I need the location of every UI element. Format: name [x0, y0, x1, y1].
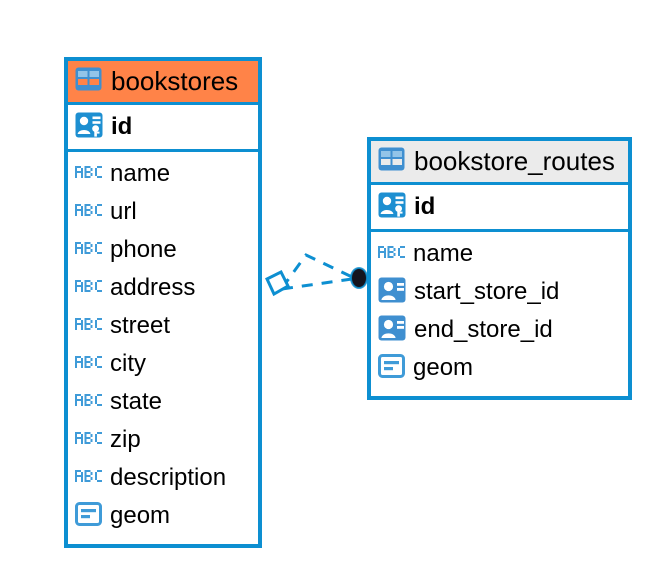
abc-text-icon [75, 201, 102, 224]
field-row-street[interactable]: street [68, 307, 258, 345]
field-label-state: state [110, 388, 163, 415]
entity-bookstores-title: bookstores [111, 66, 239, 96]
field-label-street: street [110, 312, 171, 339]
field-row-url[interactable]: url [68, 193, 258, 231]
field-label-phone: phone [110, 236, 177, 263]
abc-text-icon [75, 239, 102, 262]
field-label-geom: geom [110, 502, 171, 529]
field-row-id[interactable]: id [371, 185, 628, 229]
entity-bookstore-routes-header[interactable]: bookstore_routes [371, 141, 628, 182]
field-row-zip[interactable]: zip [68, 421, 258, 459]
foreign-key-icon [378, 277, 406, 308]
field-label-end-store-id: end_store_id [414, 316, 553, 343]
field-label-zip: zip [110, 426, 141, 453]
entity-bookstore-routes[interactable]: bookstore_routes id [367, 137, 632, 400]
field-label-geom: geom [413, 354, 474, 381]
entity-bookstores-primary-key-section: id [68, 102, 258, 152]
entity-bookstore-routes-field-list: name start_store_id [371, 232, 628, 391]
field-label-id: id [111, 113, 133, 140]
entity-bookstores[interactable]: bookstores id [64, 57, 262, 548]
diamond-marker-icon [265, 269, 290, 297]
geometry-icon [75, 501, 102, 531]
entity-bookstore-routes-title: bookstore_routes [414, 146, 615, 176]
abc-text-icon [75, 467, 102, 490]
field-row-phone[interactable]: phone [68, 231, 258, 269]
table-icon [378, 147, 405, 176]
primary-key-icon [378, 192, 406, 223]
relationship-line-lower [281, 277, 353, 291]
field-row-id[interactable]: id [68, 105, 258, 149]
field-row-state[interactable]: state [68, 383, 258, 421]
field-row-geom[interactable]: geom [371, 349, 628, 387]
field-label-city: city [110, 350, 146, 377]
foreign-key-icon [378, 315, 406, 346]
field-row-end-store-id[interactable]: end_store_id [371, 311, 628, 349]
field-label-name: name [413, 240, 474, 267]
endpoint-circle-icon [351, 268, 367, 288]
abc-text-icon [75, 315, 102, 338]
field-row-name[interactable]: name [68, 155, 258, 193]
abc-text-icon [75, 353, 102, 376]
field-label-name: name [110, 160, 171, 187]
primary-key-icon [75, 112, 103, 143]
field-row-city[interactable]: city [68, 345, 258, 383]
field-row-start-store-id[interactable]: start_store_id [371, 273, 628, 311]
field-row-description[interactable]: description [68, 459, 258, 497]
entity-bookstores-field-list: name u [68, 152, 258, 539]
table-icon [75, 67, 102, 96]
abc-text-icon [378, 243, 405, 266]
abc-text-icon [75, 429, 102, 452]
field-row-geom[interactable]: geom [68, 497, 258, 535]
endpoint-circle-ring-icon [350, 267, 368, 289]
field-label-address: address [110, 274, 196, 301]
field-label-description: description [110, 464, 227, 491]
abc-text-icon [75, 163, 102, 186]
field-row-address[interactable]: address [68, 269, 258, 307]
relationship-line-upper [280, 253, 353, 289]
entity-bookstore-routes-primary-key-section: id [371, 182, 628, 232]
entity-bookstores-header[interactable]: bookstores [68, 61, 258, 102]
abc-text-icon [75, 277, 102, 300]
abc-text-icon [75, 391, 102, 414]
field-label-id: id [414, 193, 436, 220]
field-label-start-store-id: start_store_id [414, 278, 560, 305]
geometry-icon [378, 353, 405, 383]
field-label-url: url [110, 198, 137, 225]
field-row-name[interactable]: name [371, 235, 628, 273]
